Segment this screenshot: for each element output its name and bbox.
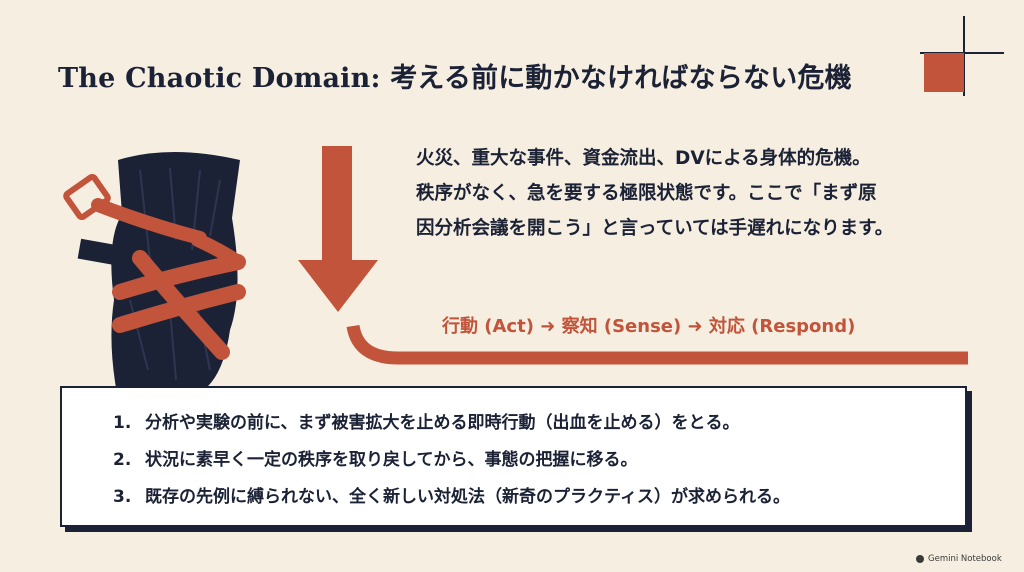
list-item-text: 既存の先例に縛られない、全く新しい対処法（新奇のプラクティス）が求められる。 [145,487,790,507]
decorative-vertical-line [963,16,965,96]
list-item-text: 分析や実験の前に、まず被害拡大を止める即時行動（出血を止める）をとる。 [145,413,740,433]
description-line-2: 秩序がなく、急を要する極限状態です。ここで「まず原 [416,183,877,204]
list-item: 2. 状況に素早く一定の秩序を取り戻してから、事態の把握に移る。 [113,442,965,479]
action-list: 1. 分析や実験の前に、まず被害拡大を止める即時行動（出血を止める）をとる。 2.… [62,388,965,516]
slide-title: The Chaotic Domain: 考える前に動かなければならない危機 [58,63,852,94]
crisis-description: 火災、重大な事件、資金流出、DVによる身体的危機。 秩序がなく、急を要する極限状… [416,141,976,246]
belt-illustration [63,173,246,360]
list-item-text: 状況に素早く一定の秩序を取り戻してから、事態の把握に移る。 [145,450,638,470]
flow-step-act: 行動 (Act) [442,316,534,337]
action-list-card: 1. 分析や実験の前に、まず被害拡大を止める即時行動（出血を止める）をとる。 2.… [60,386,967,527]
list-item: 3. 既存の先例に縛られない、全く新しい対処法（新奇のプラクティス）が求められる。 [113,479,965,516]
list-item: 1. 分析や実験の前に、まず被害拡大を止める即時行動（出血を止める）をとる。 [113,405,965,442]
flow-step-respond: 対応 (Respond) [708,316,856,337]
decorative-square [924,53,964,92]
list-item-number: 2. [113,450,132,470]
flow-arrow-icon: ➜ [687,316,703,337]
description-line-1: 火災、重大な事件、資金流出、DVによる身体的危機。 [416,148,871,169]
watermark: Gemini Notebook [928,554,1002,564]
action-flow: 行動 (Act) ➜ 察知 (Sense) ➜ 対応 (Respond) [442,312,855,338]
description-line-3: 因分析会議を開こう」と言っていては手遅れになります。 [416,218,894,239]
list-item-number: 3. [113,487,132,507]
response-path-line [346,324,968,365]
down-arrow-icon [298,146,378,312]
flow-arrow-icon: ➜ [540,316,556,337]
notebook-logo-icon [916,555,924,563]
list-item-number: 1. [113,413,132,433]
flow-step-sense: 察知 (Sense) [561,316,682,337]
